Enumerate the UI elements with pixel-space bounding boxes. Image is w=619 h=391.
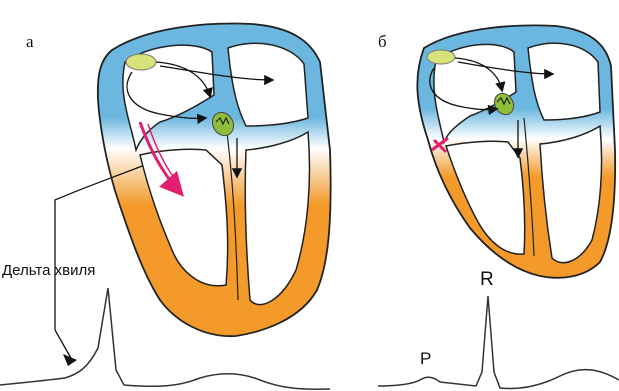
delta-wave-label: Дельта хвиля <box>2 262 95 279</box>
panel-b: б P R <box>378 25 619 388</box>
sa-node-a <box>126 54 156 70</box>
sa-node-b <box>427 50 455 64</box>
ecg-trace-b <box>378 296 619 389</box>
panel-b-label: б <box>378 32 387 51</box>
ecg-p-label: P <box>420 349 431 368</box>
atrium-a-right <box>228 43 308 126</box>
panel-a-label: а <box>26 32 34 51</box>
ecg-r-label: R <box>480 269 494 290</box>
panel-a: а Дельта хвиля <box>0 24 331 390</box>
atrium-b-right <box>528 43 600 120</box>
